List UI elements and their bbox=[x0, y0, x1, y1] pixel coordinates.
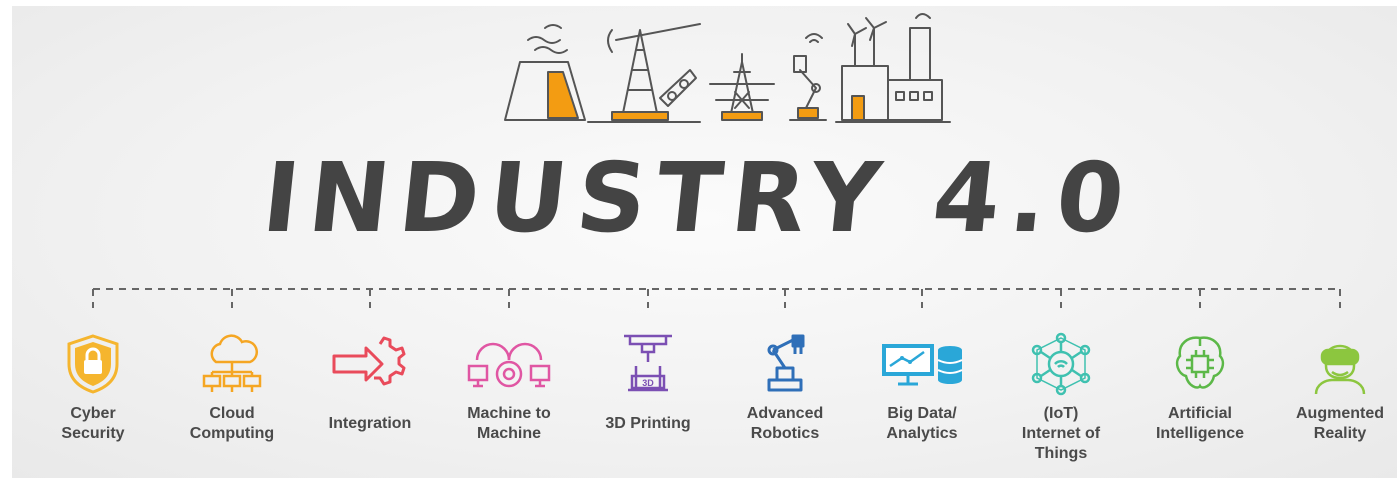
item-label: Augmented Reality bbox=[1296, 405, 1384, 442]
item-label: Advanced Robotics bbox=[746, 405, 824, 442]
machine-to-machine-icon bbox=[467, 342, 551, 388]
item-integration: Integration bbox=[310, 332, 430, 434]
industry-illustration bbox=[504, 13, 951, 123]
brain-chip-icon bbox=[1175, 336, 1225, 389]
arrow-gear-icon bbox=[332, 336, 406, 386]
item-label: Big Data/ Analytics bbox=[886, 405, 958, 442]
analytics-database-icon bbox=[882, 344, 963, 386]
robotic-arm-icon bbox=[789, 33, 827, 121]
item-big-data-analytics: Big Data/ Analytics bbox=[862, 332, 982, 444]
printer-badge-text: 3D bbox=[642, 378, 654, 388]
item-artificial-intelligence: Artificial Intelligence bbox=[1140, 332, 1260, 444]
shield-lock-icon bbox=[67, 334, 119, 394]
cooling-tower-icon bbox=[504, 24, 586, 121]
item-machine-to-machine: Machine to Machine bbox=[449, 332, 569, 444]
iot-network-icon bbox=[1031, 332, 1091, 396]
item-label: Cloud Computing bbox=[189, 405, 275, 442]
vr-headset-user-icon bbox=[1314, 344, 1366, 395]
item-cloud-computing: Cloud Computing bbox=[172, 332, 292, 444]
item-augmented-reality: Augmented Reality bbox=[1280, 332, 1397, 444]
oil-pump-icon bbox=[587, 23, 701, 123]
item-iot: (IoT) Internet of Things bbox=[1001, 332, 1121, 464]
item-label: (IoT) Internet of Things bbox=[1021, 405, 1101, 462]
item-label: Machine to Machine bbox=[467, 405, 551, 442]
item-label: Integration bbox=[328, 415, 412, 432]
item-label: Artificial Intelligence bbox=[1155, 405, 1245, 442]
power-tower-icon bbox=[709, 53, 775, 121]
item-3d-printing: 3D 3D Printing bbox=[588, 332, 708, 434]
item-cyber-security: Cyber Security bbox=[33, 332, 153, 444]
item-label: 3D Printing bbox=[605, 415, 691, 432]
factory-icon bbox=[835, 13, 951, 123]
item-label: Cyber Security bbox=[61, 405, 125, 442]
3d-printer-icon: 3D bbox=[624, 334, 672, 392]
cloud-network-icon bbox=[202, 334, 262, 392]
item-advanced-robotics: Advanced Robotics bbox=[725, 332, 845, 444]
robot-arm-icon bbox=[767, 334, 805, 392]
background-canvas bbox=[12, 6, 1397, 478]
